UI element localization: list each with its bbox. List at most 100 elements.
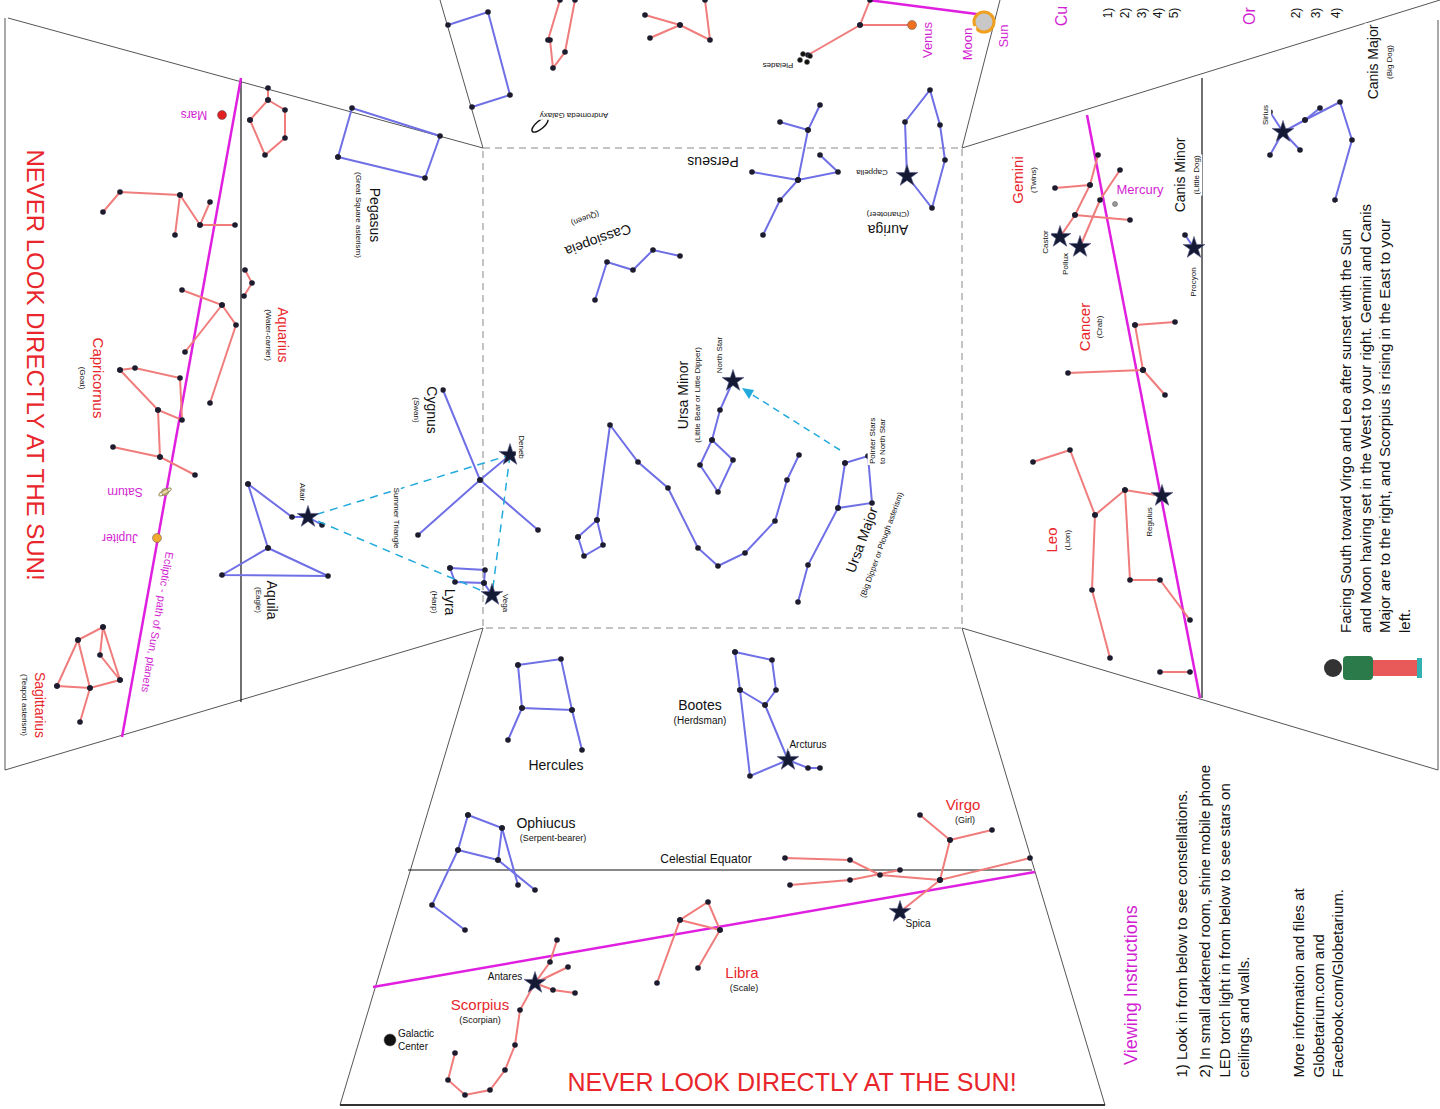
- star-dot: [787, 882, 793, 888]
- constellation-line: [905, 90, 945, 208]
- star-dot: [897, 867, 903, 873]
- star-dot: [455, 847, 461, 853]
- star-dot: [1182, 232, 1188, 238]
- star-dot: [1052, 185, 1058, 191]
- chart-label: North Star: [715, 336, 725, 374]
- star-dot: [117, 189, 123, 195]
- star-dot: [1072, 212, 1078, 218]
- star-dot: [1162, 392, 1168, 398]
- star-dot: [97, 652, 103, 658]
- star-dot: [1117, 167, 1123, 173]
- star-dot: [1132, 322, 1138, 328]
- star-dot: [581, 553, 587, 559]
- constellation-line: [1075, 215, 1130, 220]
- planet-label: Saturn: [106, 485, 143, 499]
- constellation-line: [578, 520, 603, 556]
- star-dot: [507, 92, 513, 98]
- star-dot: [677, 22, 683, 28]
- star-dot: [289, 514, 295, 520]
- star-dot: [110, 444, 116, 450]
- ecliptic-line: [1087, 115, 1200, 698]
- star-dot: [242, 267, 248, 273]
- chart-label: (Teapot asterism): [19, 673, 29, 737]
- star-dot: [462, 1092, 468, 1098]
- star-dot: [747, 773, 753, 779]
- chart-label: 4): [1329, 7, 1343, 20]
- constellation-line: [700, 381, 733, 492]
- star-dot: [817, 102, 823, 108]
- star-dot: [132, 365, 138, 371]
- star-dot: [654, 980, 660, 986]
- star-dot: [1187, 669, 1193, 675]
- zodiac-label: Sagittarius: [32, 671, 49, 739]
- constellation-line: [1033, 450, 1162, 515]
- chart-label: Cygnus: [424, 385, 441, 434]
- chart-label: 5): [1167, 7, 1181, 20]
- constellation-line: [1092, 515, 1110, 658]
- constellation-line: [443, 390, 538, 530]
- constellation-line: [468, 815, 518, 885]
- pleiades-dot: [805, 60, 810, 65]
- constellation-line: [1055, 185, 1090, 188]
- star-dot: [1349, 137, 1355, 143]
- star-dot: [515, 882, 521, 888]
- star-dot: [197, 222, 203, 228]
- chart-label: Pleiades: [762, 60, 795, 70]
- planet-label: Moon: [960, 27, 976, 62]
- planet-label: Mercury: [1116, 182, 1165, 198]
- panel-outline: [5, 0, 1440, 1105]
- constellation-line: [222, 484, 328, 576]
- constellation-line: [185, 305, 222, 352]
- star-dot: [117, 367, 123, 373]
- star-dot: [233, 322, 239, 328]
- constellation-line: [680, 920, 720, 930]
- star-dot: [635, 459, 641, 465]
- star-dot: [709, 437, 715, 443]
- chart-label: Canis Minor: [1172, 137, 1189, 214]
- chart-label: Altair: [297, 482, 307, 502]
- star-dot: [558, 656, 564, 662]
- star-dot: [519, 705, 525, 711]
- star-dot: [677, 22, 683, 28]
- star-dot: [1097, 197, 1103, 203]
- star-dot: [282, 107, 288, 113]
- star-dot: [219, 302, 225, 308]
- star-dot: [762, 702, 768, 708]
- star-dot: [805, 127, 811, 133]
- star-dot: [87, 685, 93, 691]
- star-dot: [452, 1050, 458, 1056]
- star-dot: [100, 624, 106, 630]
- constellation-line: [448, 12, 510, 107]
- chart-label: Bootes: [677, 697, 723, 714]
- panel-edge: [8, 18, 483, 148]
- equator-line: [240, 78, 241, 702]
- constellation-line: [78, 640, 90, 722]
- star-dot: [569, 707, 575, 713]
- star-dot: [1127, 577, 1133, 583]
- star-dot: [265, 545, 271, 551]
- venus-dot: [908, 21, 917, 30]
- chart-label: (Harp): [429, 590, 439, 615]
- pleiades-dot: [801, 52, 806, 57]
- star-dot: [247, 117, 253, 123]
- star-dot: [737, 687, 743, 693]
- star-dot: [805, 765, 811, 771]
- star-dot: [857, 22, 863, 28]
- star-dot: [777, 197, 783, 203]
- star-dot: [702, 0, 708, 3]
- pointer-line: [748, 392, 840, 450]
- chart-label: (Girl): [954, 815, 976, 826]
- panel-edge: [1438, 20, 1439, 770]
- jupiter-dot: [153, 534, 162, 543]
- star-dot: [77, 719, 83, 725]
- star-dot: [709, 437, 715, 443]
- star-dot: [647, 35, 653, 41]
- star-dot: [817, 152, 823, 158]
- star-dot: [452, 579, 458, 585]
- pointer-arrowhead: [742, 388, 754, 399]
- zodiac-label: NEVER LOOK DIRECTLY AT THE SUN!: [21, 148, 50, 581]
- star-dot: [795, 177, 801, 183]
- constellation-line: [182, 290, 236, 403]
- chart-label: 2) In small darkened room, shine mobile …: [1195, 732, 1254, 1079]
- star-dot: [249, 280, 255, 286]
